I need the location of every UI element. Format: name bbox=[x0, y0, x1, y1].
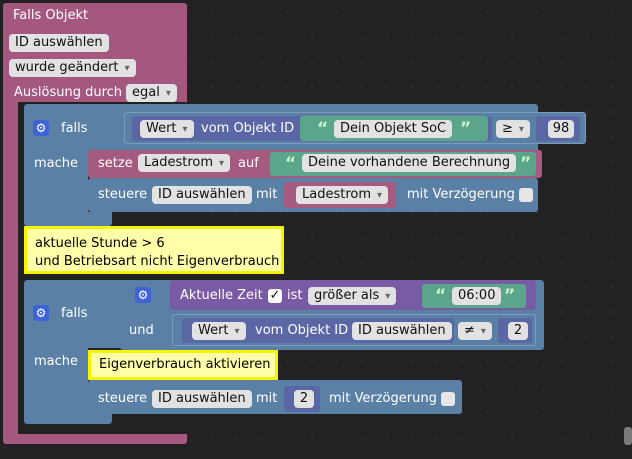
time-is-label: ist bbox=[287, 288, 303, 303]
and-label: und bbox=[129, 323, 154, 338]
number-field-2[interactable]: 2 bbox=[508, 322, 528, 340]
control-label-2: steuere bbox=[98, 391, 148, 406]
set-label: setze bbox=[98, 156, 133, 171]
value-field-dropdown-1[interactable]: Wert bbox=[140, 120, 194, 138]
quote-close-icon: ” bbox=[504, 286, 516, 306]
if-block-2-left-rail bbox=[24, 346, 88, 412]
control-variable-dropdown[interactable]: Ladestrom bbox=[296, 186, 389, 204]
control-id-select-1[interactable]: ID auswählen bbox=[152, 186, 252, 204]
comment-1-line-2: und Betriebsart nicht Eigenverbrauch bbox=[35, 254, 280, 269]
comment-block-1[interactable]: aktuelle Stunde > 6 und Betriebsart nich… bbox=[24, 226, 284, 274]
operator-dropdown-2[interactable]: ≠ bbox=[458, 322, 492, 340]
quote-open-icon: “ bbox=[317, 119, 329, 139]
quote-close-icon: ” bbox=[520, 154, 532, 174]
from-object-label-2: vom Objekt ID bbox=[255, 323, 349, 338]
event-title: Falls Objekt bbox=[13, 8, 89, 23]
value-field-dropdown-2[interactable]: Wert bbox=[192, 322, 246, 340]
control-label-1: steuere bbox=[98, 187, 148, 202]
delay-checkbox-1[interactable] bbox=[519, 188, 533, 202]
if-2-do-label: mache bbox=[34, 354, 79, 369]
event-condition-dropdown[interactable]: wurde geändert bbox=[9, 59, 136, 77]
quote-open-icon: “ bbox=[435, 286, 447, 306]
time-label: Aktuelle Zeit bbox=[180, 288, 263, 303]
from-object-label-1: vom Objekt ID bbox=[201, 121, 295, 136]
if-1-label: falls bbox=[61, 121, 88, 136]
delay-checkbox-2[interactable] bbox=[441, 392, 455, 406]
set-variable-dropdown[interactable]: Ladestrom bbox=[138, 154, 231, 172]
control-block-2[interactable] bbox=[88, 380, 462, 414]
event-block-bottom-edge bbox=[3, 434, 187, 444]
and-gear-icon[interactable]: ⚙ bbox=[135, 287, 151, 303]
number-field-1[interactable]: 98 bbox=[548, 120, 574, 138]
delay-label-1: mit Verzögerung bbox=[407, 187, 515, 202]
if-block-1-left-rail bbox=[24, 150, 88, 214]
if-1-do-label: mache bbox=[34, 156, 79, 171]
if-block-1-bottom bbox=[24, 212, 112, 226]
vertical-scrollbar[interactable] bbox=[624, 427, 632, 445]
set-value-field[interactable]: Deine vorhandene Berechnung bbox=[302, 154, 517, 172]
event-trigger-label: Auslösung durch bbox=[14, 85, 123, 100]
quote-open-icon: “ bbox=[285, 154, 297, 174]
control-value-field[interactable]: 2 bbox=[294, 390, 314, 408]
event-id-select[interactable]: ID auswählen bbox=[9, 34, 109, 52]
time-value-field[interactable]: 06:00 bbox=[452, 287, 502, 305]
if-1-gear-icon[interactable]: ⚙ bbox=[33, 120, 49, 136]
event-trigger-dropdown[interactable]: egal bbox=[126, 84, 177, 102]
if-2-label: falls bbox=[61, 306, 88, 321]
object-name-field[interactable]: Dein Objekt SoC bbox=[334, 120, 453, 138]
comment-block-2[interactable]: Eigenverbrauch aktivieren bbox=[88, 350, 278, 380]
delay-label-2: mit Verzögerung bbox=[329, 391, 437, 406]
comment-2-text: Eigenverbrauch aktivieren bbox=[99, 357, 271, 372]
time-checkbox-icon[interactable]: ✓ bbox=[268, 288, 282, 303]
control-with-label-2: mit bbox=[256, 391, 278, 406]
if-2-gear-icon[interactable]: ⚙ bbox=[33, 305, 49, 321]
comment-1-line-1: aktuelle Stunde > 6 bbox=[35, 236, 165, 251]
time-compare-dropdown[interactable]: größer als bbox=[308, 287, 397, 305]
quote-close-icon: ” bbox=[460, 119, 472, 139]
set-to-label: auf bbox=[238, 156, 259, 171]
operator-dropdown-1[interactable]: ≥ bbox=[496, 120, 530, 138]
object-id-select-2[interactable]: ID auswählen bbox=[352, 322, 452, 340]
control-id-select-2[interactable]: ID auswählen bbox=[152, 390, 252, 408]
control-with-label-1: mit bbox=[256, 187, 278, 202]
